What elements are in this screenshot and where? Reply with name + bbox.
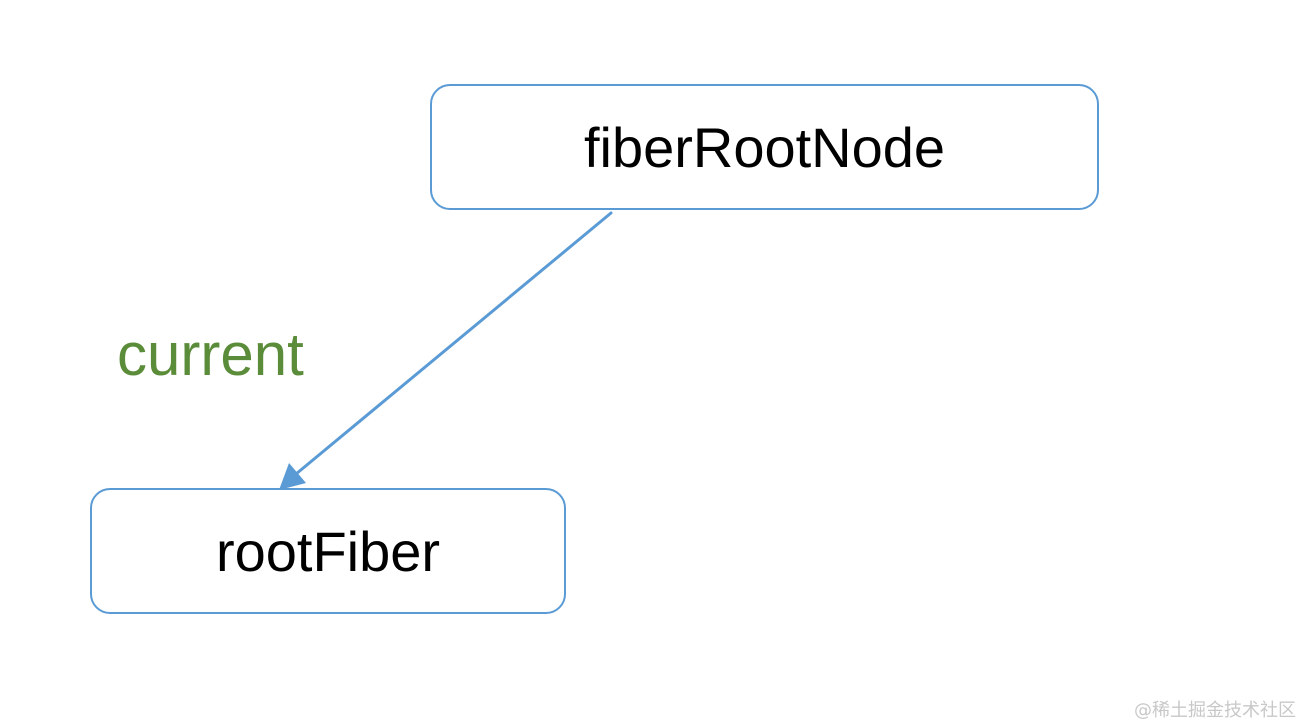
- current-edge-arrowhead: [279, 463, 306, 490]
- watermark: @稀土掘金技术社区: [1134, 700, 1296, 721]
- edge-label-current: current: [117, 321, 304, 388]
- node-fiber-root-node: fiberRootNode: [430, 84, 1099, 210]
- node-label-fiber-root-node: fiberRootNode: [583, 115, 946, 179]
- current-edge-line: [294, 211, 613, 476]
- node-label-root-fiber: rootFiber: [215, 519, 441, 583]
- node-root-fiber: rootFiber: [90, 488, 566, 614]
